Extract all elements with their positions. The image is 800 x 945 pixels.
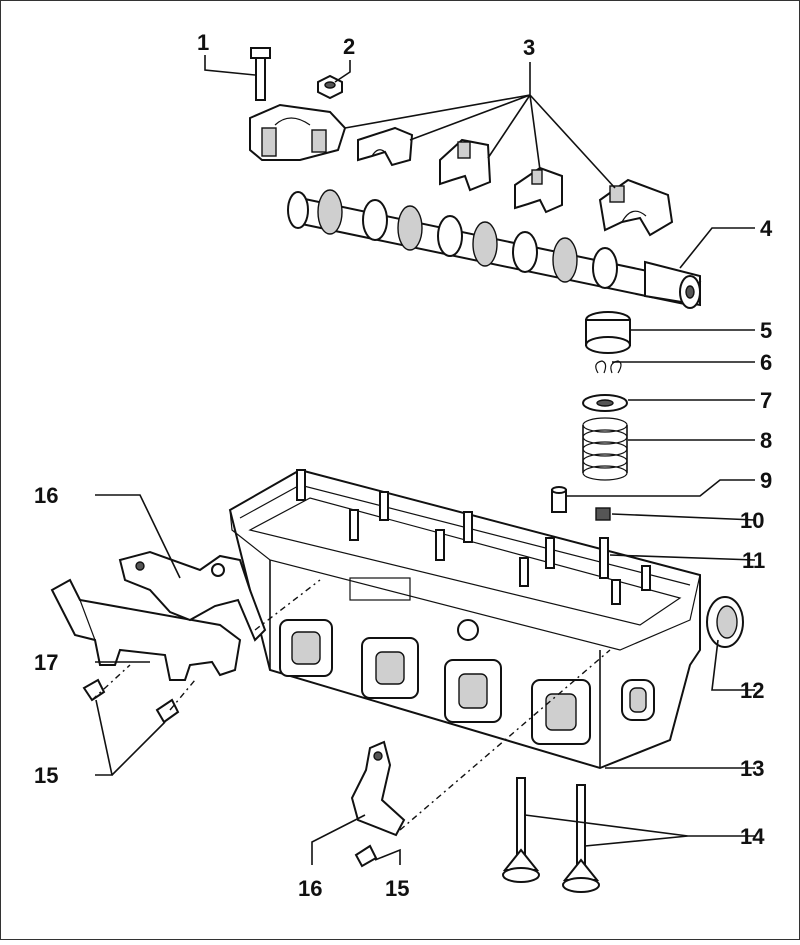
valve-guide-part (551, 486, 567, 513)
callout-12: 12 (740, 678, 764, 703)
valve-left-part (502, 777, 540, 883)
callout-16-left: 16 (34, 483, 58, 508)
valve-right-part (562, 784, 600, 893)
callout-14: 14 (740, 824, 765, 849)
collets-part (595, 360, 622, 374)
oil-seal-part (706, 596, 744, 648)
bolt-15-bottom (354, 844, 378, 868)
callout-17: 17 (34, 650, 58, 675)
cylinder-head-part (228, 468, 701, 770)
bracket-bottom-part (350, 740, 406, 837)
valve-spring-part (582, 417, 628, 481)
callout-2: 2 (343, 34, 355, 59)
alignment-line (169, 679, 196, 711)
camshaft-part (287, 189, 702, 309)
alignment-line (254, 579, 321, 631)
bracket-left-part (118, 550, 267, 642)
callout-15-left: 15 (34, 763, 58, 788)
bolt-15-left-b (155, 698, 180, 724)
callout-6: 6 (760, 350, 772, 375)
heat-shield-part (50, 578, 242, 681)
callout-13: 13 (740, 756, 764, 781)
bolt-15-left-a (82, 678, 106, 702)
callout-5: 5 (760, 318, 772, 343)
callout-7: 7 (760, 388, 772, 413)
leader-lines (95, 55, 756, 865)
alignment-line (91, 664, 131, 701)
callout-1: 1 (197, 30, 209, 55)
nut-part (317, 74, 343, 100)
bearing-cap-4 (514, 166, 563, 214)
spring-cap-part (582, 394, 628, 412)
callout-11: 11 (742, 548, 765, 573)
bolt-part (250, 47, 271, 101)
tappet-part (585, 311, 631, 354)
callout-8: 8 (760, 428, 772, 453)
bearing-cap-3 (439, 138, 492, 192)
callout-16-bottom: 16 (298, 876, 322, 901)
bearing-cap-main (249, 103, 347, 161)
callout-10: 10 (740, 508, 764, 533)
callout-3: 3 (523, 35, 535, 60)
callout-4: 4 (760, 216, 773, 241)
callout-9: 9 (760, 468, 772, 493)
valve-seal-part (595, 507, 611, 521)
bearing-cap-2 (357, 126, 414, 167)
callout-15-bottom: 15 (385, 876, 409, 901)
bearing-cap-5 (598, 178, 674, 237)
alignment-line (399, 649, 611, 831)
